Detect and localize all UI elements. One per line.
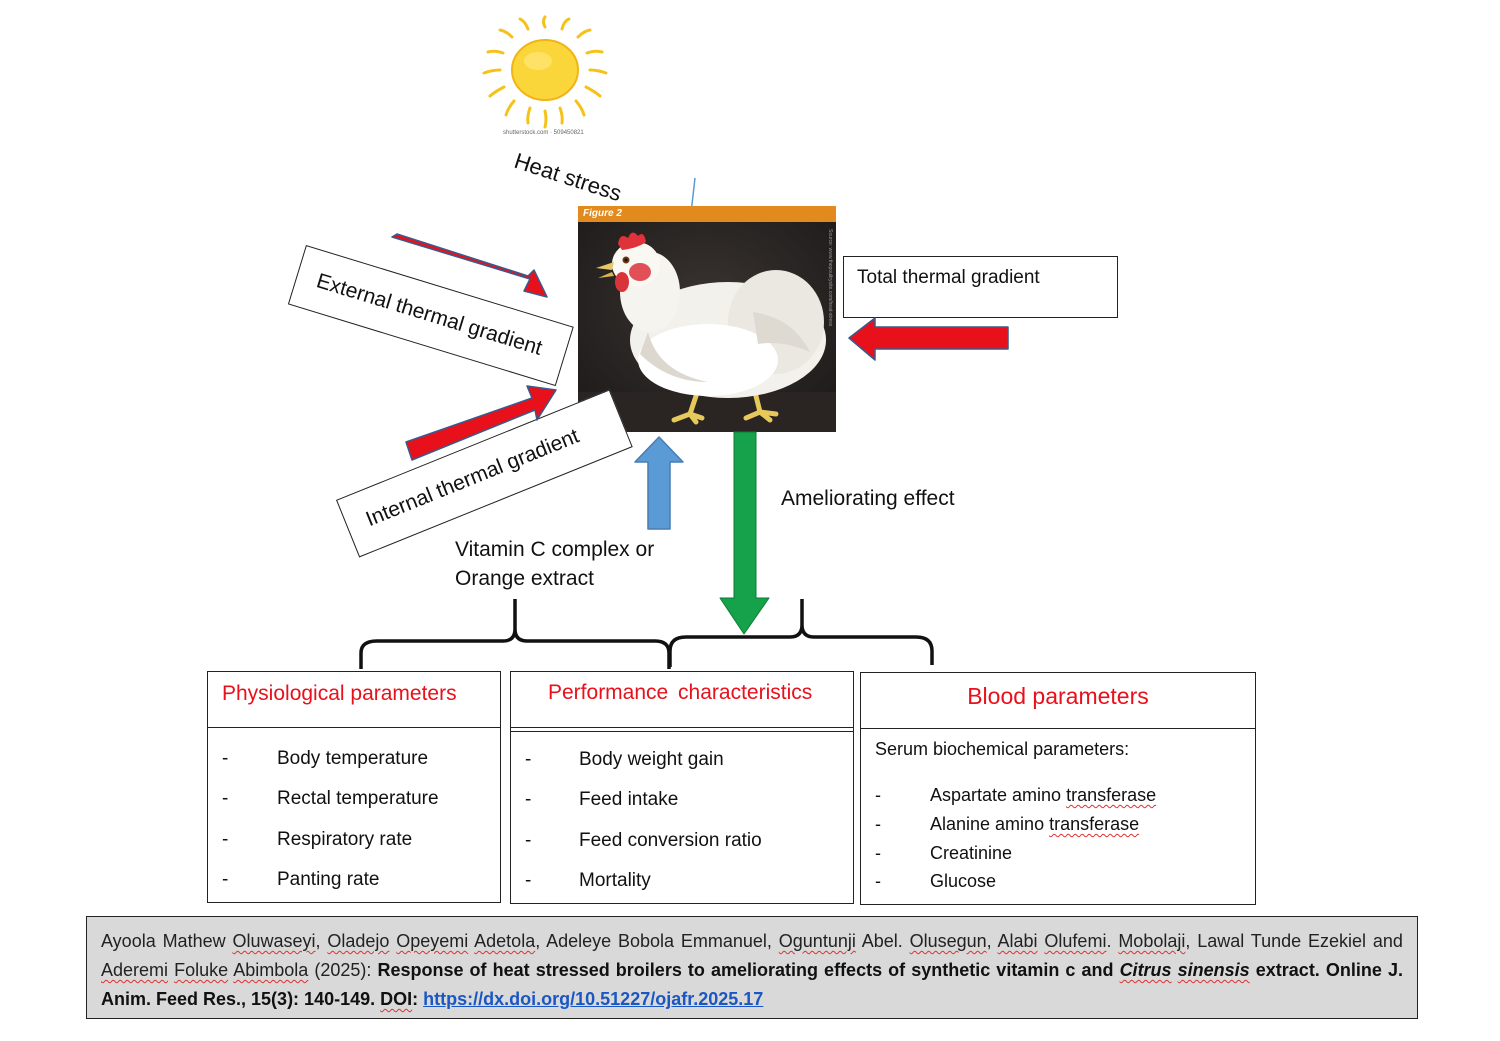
blood-box: Blood parameters Serum biochemical param…: [860, 672, 1256, 905]
photo-caption: Figure 2: [583, 208, 622, 219]
photo-side-credit: Source: www.thepoultrysite.com/heat-stre…: [827, 229, 833, 327]
external-gradient-arrow: [391, 233, 548, 298]
total-gradient-box: Total thermal gradient: [843, 256, 1118, 318]
blood-subtitle: Serum biochemical parameters:: [875, 739, 1130, 759]
performance-header: Performance characteristics: [511, 672, 853, 728]
total-gradient-label: Total thermal gradient: [857, 267, 1040, 288]
left-brace: [359, 599, 671, 669]
total-gradient-arrow: [848, 317, 1009, 361]
blood-header: Blood parameters: [861, 673, 1255, 729]
citation-box: Ayoola Mathew Oluwaseyi, Oladejo Opeyemi…: [86, 916, 1418, 1019]
blood-title: Blood parameters: [967, 683, 1149, 709]
physiological-title: Physiological parameters: [222, 682, 457, 705]
performance-box: Performance characteristics - Body weigh…: [510, 671, 854, 904]
doi-link[interactable]: https://dx.doi.org/10.51227/ojafr.2025.1…: [423, 989, 764, 1009]
chicken-photo: Figure 2 Source: www.thepoultry: [578, 206, 836, 432]
vitamin-label-line1: Vitamin C complex or: [455, 538, 655, 561]
physiological-header: Physiological parameters: [208, 672, 500, 728]
ameliorating-effect-label: Ameliorating effect: [781, 487, 955, 510]
vitamin-up-arrow: [634, 436, 684, 530]
chicken-icon: [578, 222, 836, 432]
performance-title: Performance characteristics: [548, 681, 813, 704]
heat-stress-label: Heat stress: [511, 148, 625, 207]
performance-divider: [511, 731, 853, 732]
sun-icon: [482, 15, 608, 129]
vitamin-label-line2: Orange extract: [455, 567, 594, 590]
ameliorating-down-arrow: [719, 431, 770, 635]
physiological-box: Physiological parameters - Body temperat…: [207, 671, 501, 903]
sun-credit: shutterstock.com · 509450821: [503, 130, 584, 136]
citation-title: Response of heat stressed broilers to am…: [377, 960, 1114, 980]
photo-caption-bar: Figure 2: [578, 206, 836, 222]
right-brace: [668, 599, 934, 667]
internal-gradient-arrow: [405, 385, 557, 461]
